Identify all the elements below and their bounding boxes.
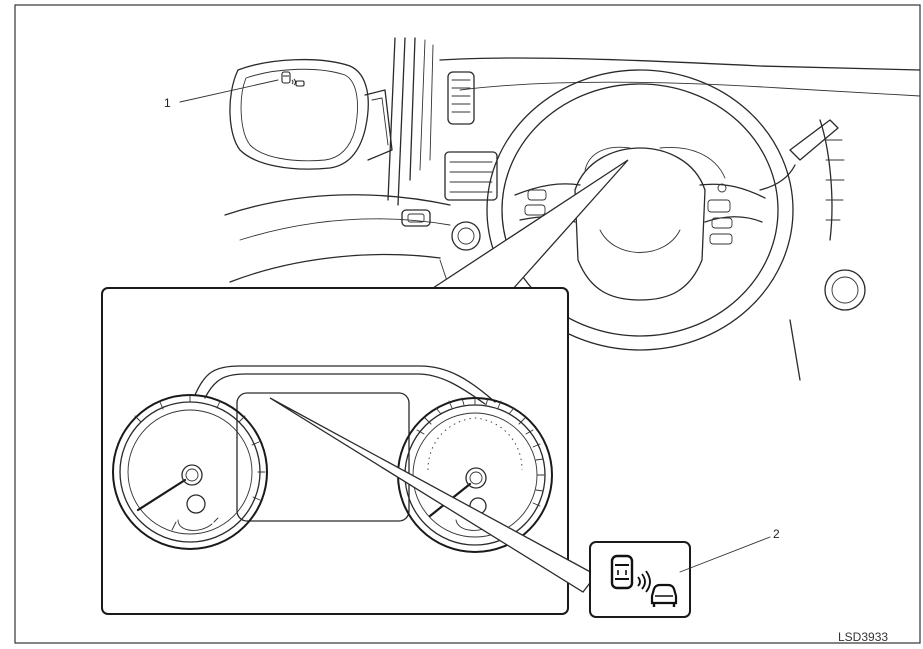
callout-number-1: 1 <box>164 96 171 110</box>
callout-number-2: 2 <box>773 527 780 541</box>
mirror-blind-spot-indicator-icon <box>281 71 305 87</box>
meter-inset-frame <box>101 287 569 615</box>
meter-blind-spot-indicator-icon <box>610 554 678 607</box>
dashboard-background <box>224 37 921 381</box>
speedometer-gauge <box>112 394 268 550</box>
callout-leader-2 <box>679 536 771 573</box>
figure-code-label: LSD3933 <box>838 630 888 644</box>
side-mirror <box>179 58 393 170</box>
zoom-projection-lines <box>429 159 629 291</box>
